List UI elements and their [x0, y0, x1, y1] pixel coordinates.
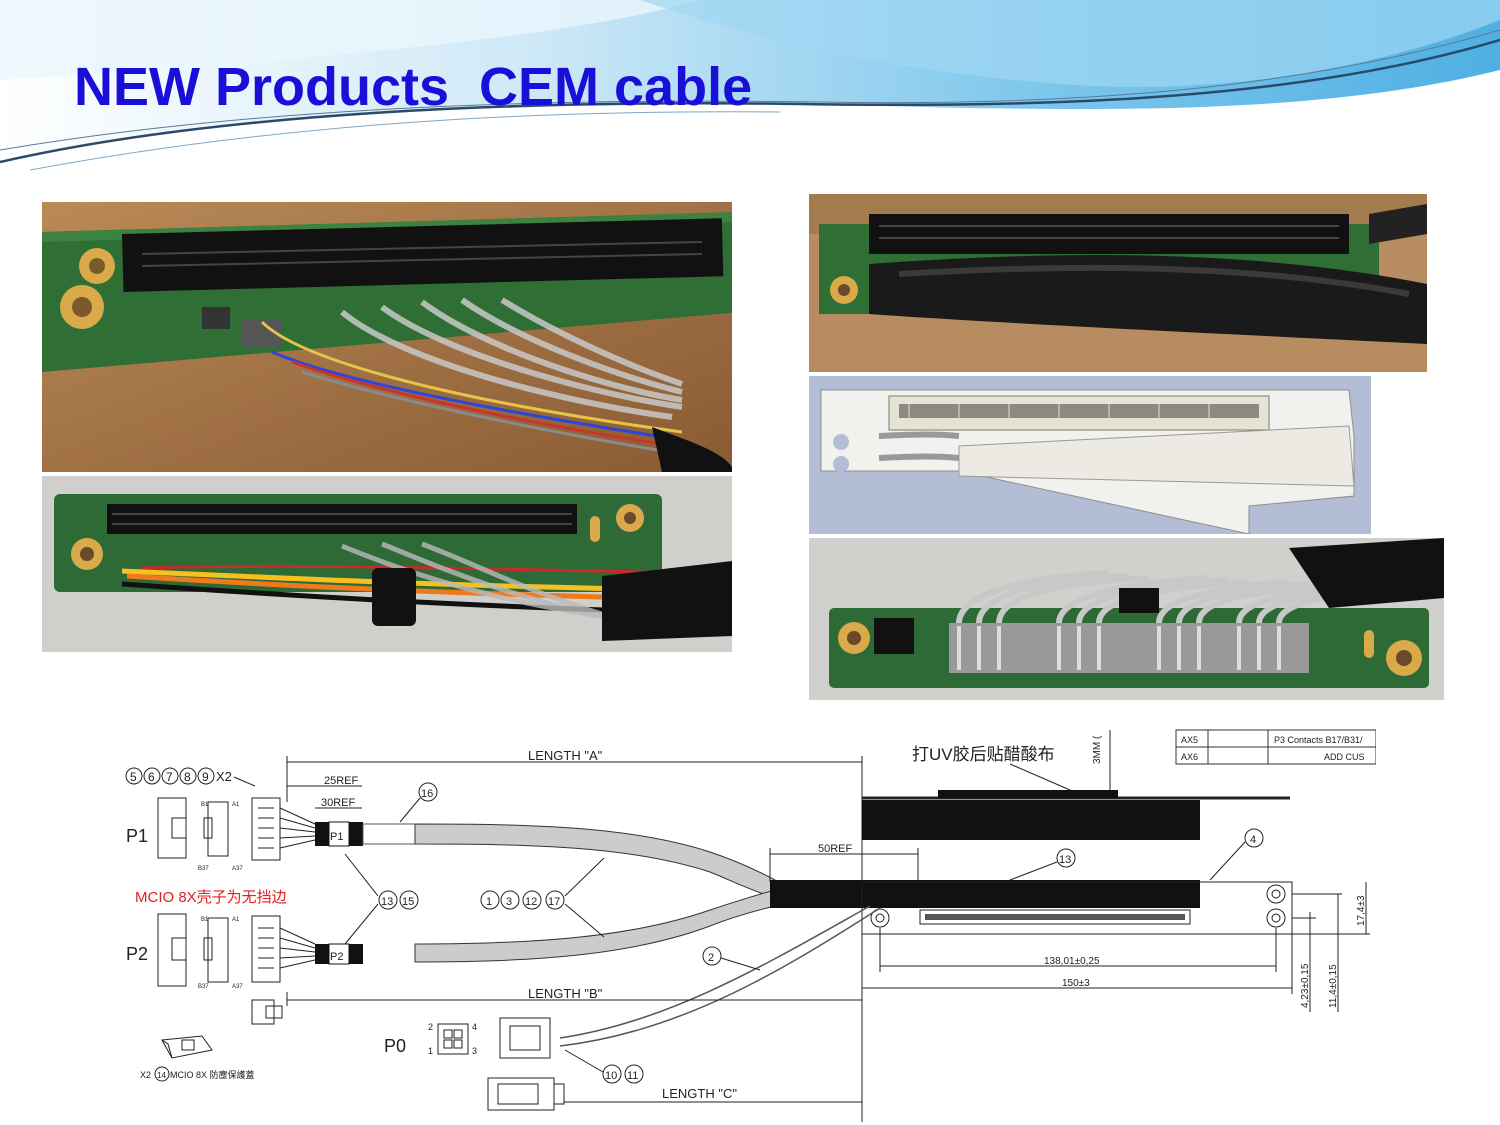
riser-board-unsleeved-wires-photo	[42, 202, 732, 472]
balloon-16: 16	[421, 788, 433, 800]
p1-pin-a1: A1	[232, 802, 240, 808]
balloon-3: 3	[506, 896, 512, 908]
balloon-12: 12	[525, 896, 537, 908]
length-a-label: LENGTH "A"	[528, 748, 603, 763]
riser-board-sleeved-cable-photo	[809, 194, 1427, 372]
p2-pin-a37: A37	[232, 984, 243, 990]
balloon-2: 2	[708, 952, 714, 964]
dim-150: 150±3	[1062, 978, 1090, 989]
mcio-protect-label: MCIO 8X 防塵保護蓋	[170, 1069, 255, 1080]
p1-pin-a37: A37	[232, 866, 243, 872]
mcio-protective-cap	[161, 1035, 213, 1059]
revision-table: AX5 P3 Contacts B17/B31/ AX6 ADD CUS	[1175, 729, 1376, 765]
p0-pin-4: 4	[472, 1022, 477, 1032]
table-code-1: AX5	[1181, 735, 1198, 745]
balloon-15: 15	[402, 896, 414, 908]
balloon-7: 7	[166, 770, 173, 784]
p1-cable-tag: P1	[330, 831, 343, 843]
p2-pin-b37: B37	[198, 984, 209, 990]
ref-30-label: 30REF	[321, 797, 356, 809]
riser-board-back-soldered-wires-photo	[809, 538, 1444, 700]
balloon-9: 9	[202, 770, 209, 784]
p1-pin-b37: B37	[198, 866, 209, 872]
p2-connector-views	[157, 913, 283, 1025]
p2-pin-b1: B1	[201, 917, 209, 923]
x2-bottom-label: X2	[140, 1070, 151, 1080]
cem-connector-3d-render	[809, 376, 1371, 534]
p2-cable-tag: P2	[330, 951, 343, 963]
balloon-14: 14	[157, 1071, 166, 1080]
slide-title: NEW Products CEM cable	[74, 57, 753, 117]
p0-label: P0	[384, 1036, 406, 1056]
mcio-note: MCIO 8X壳子为无挡边	[135, 889, 287, 906]
balloon-4: 4	[1250, 834, 1256, 846]
riser-board-colored-wires-photo	[42, 476, 732, 652]
mm3-label: 3MM (	[1092, 735, 1103, 764]
table-desc-1: P3 Contacts B17/B31/	[1274, 735, 1363, 745]
p2-label: P2	[126, 944, 148, 964]
dim-138: 138,01±0,25	[1044, 956, 1100, 967]
balloon-17: 17	[548, 896, 560, 908]
table-code-2: AX6	[1181, 752, 1198, 762]
dim-4-23: 4,23±0,15	[1300, 963, 1311, 1008]
balloon-10: 10	[605, 1070, 617, 1082]
length-c-label: LENGTH "C"	[662, 1086, 737, 1101]
balloon-5: 5	[130, 770, 137, 784]
p1-connector-views	[157, 797, 281, 861]
balloon-1: 1	[486, 896, 492, 908]
table-desc-2: ADD CUS	[1324, 752, 1365, 762]
p1-label: P1	[126, 826, 148, 846]
balloon-8: 8	[184, 770, 191, 784]
p0-connector	[437, 1017, 551, 1059]
dim-11-4: 11,4±0,15	[1328, 964, 1339, 1008]
ref-50-label: 50REF	[818, 843, 853, 855]
balloon-13a: 13	[381, 896, 393, 908]
bottom-power-connector	[487, 1077, 565, 1111]
p0-pin-2: 2	[428, 1022, 433, 1032]
length-b-label: LENGTH "B"	[528, 986, 603, 1001]
p1-pin-b1: B1	[201, 802, 209, 808]
header-wave-banner	[0, 0, 1500, 180]
ref-25-label: 25REF	[324, 775, 359, 787]
x2-label: X2	[216, 769, 232, 784]
p0-pin-3: 3	[472, 1046, 477, 1056]
p2-pin-a1: A1	[232, 917, 240, 923]
dim-17-4: 17,4±3	[1356, 895, 1367, 926]
balloon-11: 11	[627, 1070, 638, 1082]
p0-pin-1: 1	[428, 1046, 433, 1056]
balloon-13: 13	[1059, 854, 1071, 866]
uv-glue-note: 打UV胶后贴醋酸布	[912, 745, 1055, 764]
cable-engineering-drawing: AX5 P3 Contacts B17/B31/ AX6 ADD CUS 5 6…	[110, 722, 1376, 1122]
balloon-group-p1-parts: 5 6 7 8 9 X2	[125, 767, 256, 787]
balloon-6: 6	[148, 770, 155, 784]
